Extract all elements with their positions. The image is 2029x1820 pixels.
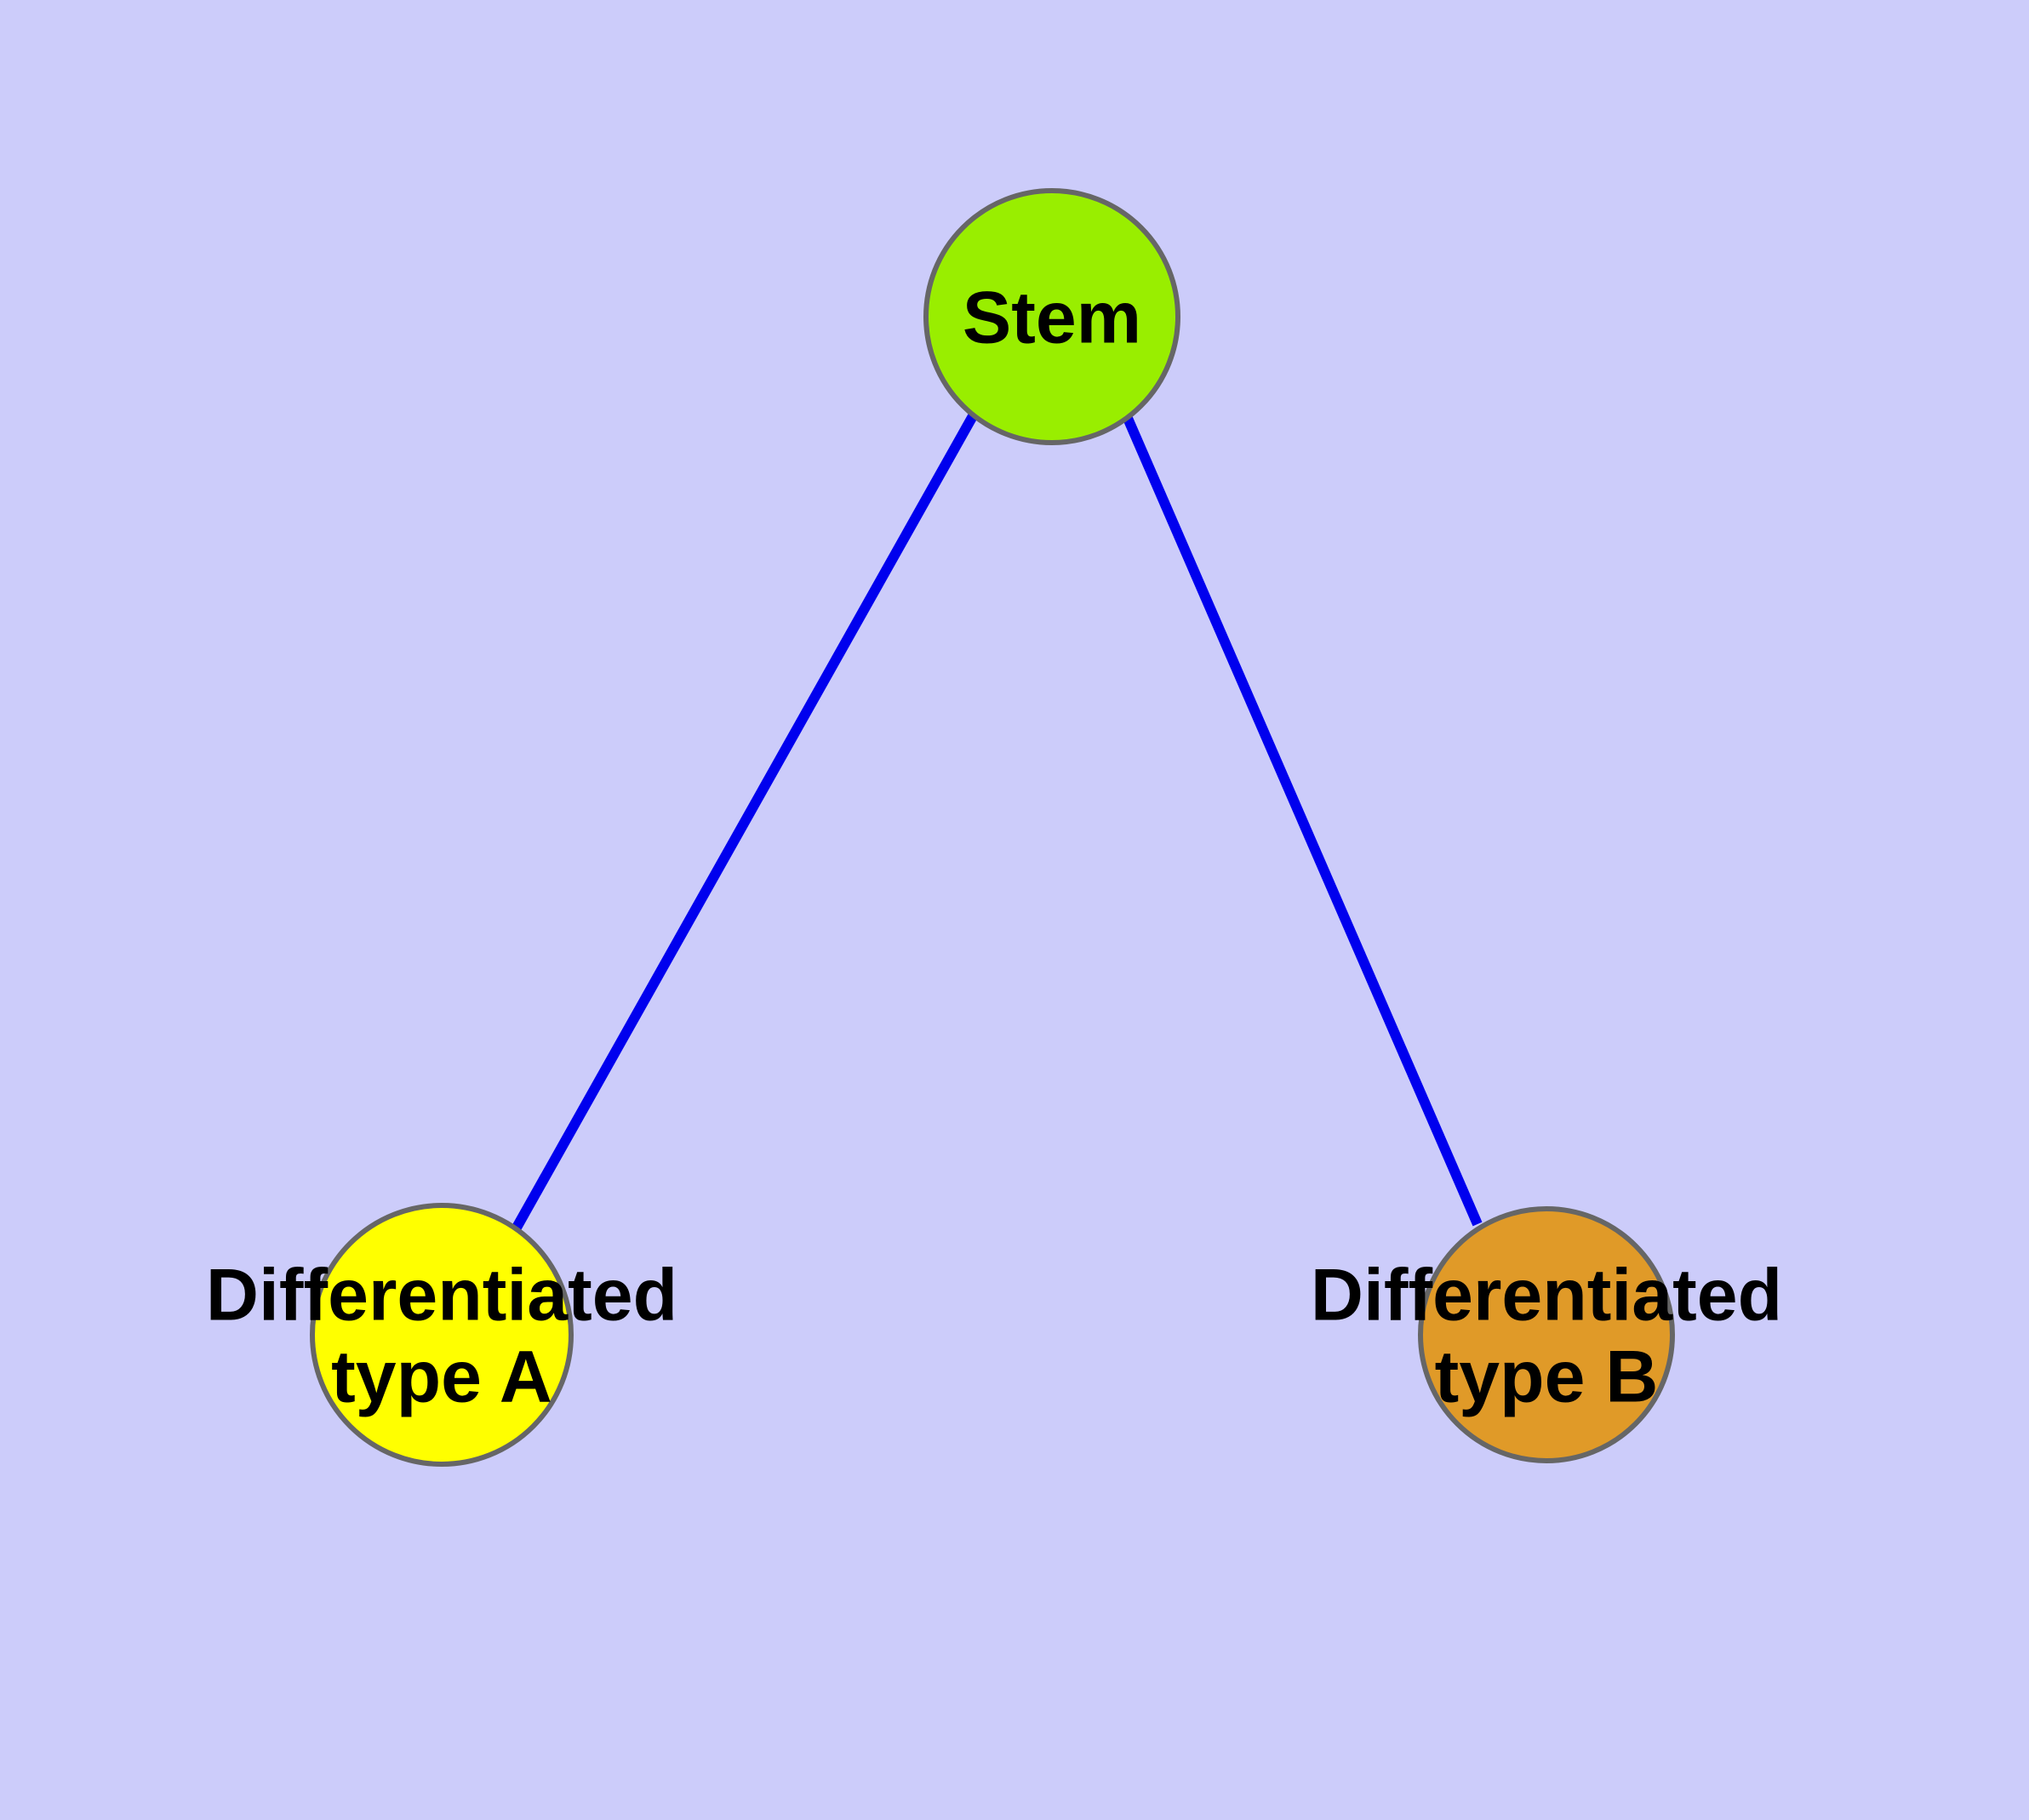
- node-diff-a-label-line1: Differentiated: [206, 1255, 677, 1336]
- edge-stem-to-diff-b[interactable]: [1122, 414, 1483, 1227]
- edge-layer: [512, 412, 1483, 1230]
- node-diff-a-label: Differentiated type A: [206, 1255, 677, 1418]
- node-stem[interactable]: [923, 188, 1180, 445]
- label-layer: Stem Differentiated type A Differentiate…: [206, 278, 1782, 1418]
- node-diff-a-circle[interactable]: [310, 1203, 574, 1467]
- node-diff-a[interactable]: [310, 1203, 574, 1467]
- node-stem-label: Stem: [963, 278, 1141, 359]
- node-layer: [310, 188, 1675, 1467]
- node-diff-b-label: Differentiated type B: [1311, 1255, 1782, 1418]
- edge-stem-to-diff-a[interactable]: [512, 412, 979, 1230]
- node-stem-circle[interactable]: [923, 188, 1180, 445]
- node-diff-a-label-line2: type A: [331, 1336, 552, 1418]
- node-diff-b-label-line1: Differentiated: [1311, 1255, 1782, 1336]
- node-diff-b-label-line2: type B: [1435, 1336, 1659, 1418]
- node-stem-label-line1: Stem: [963, 278, 1141, 359]
- node-diff-b[interactable]: [1418, 1206, 1675, 1463]
- node-diff-b-circle[interactable]: [1418, 1206, 1675, 1463]
